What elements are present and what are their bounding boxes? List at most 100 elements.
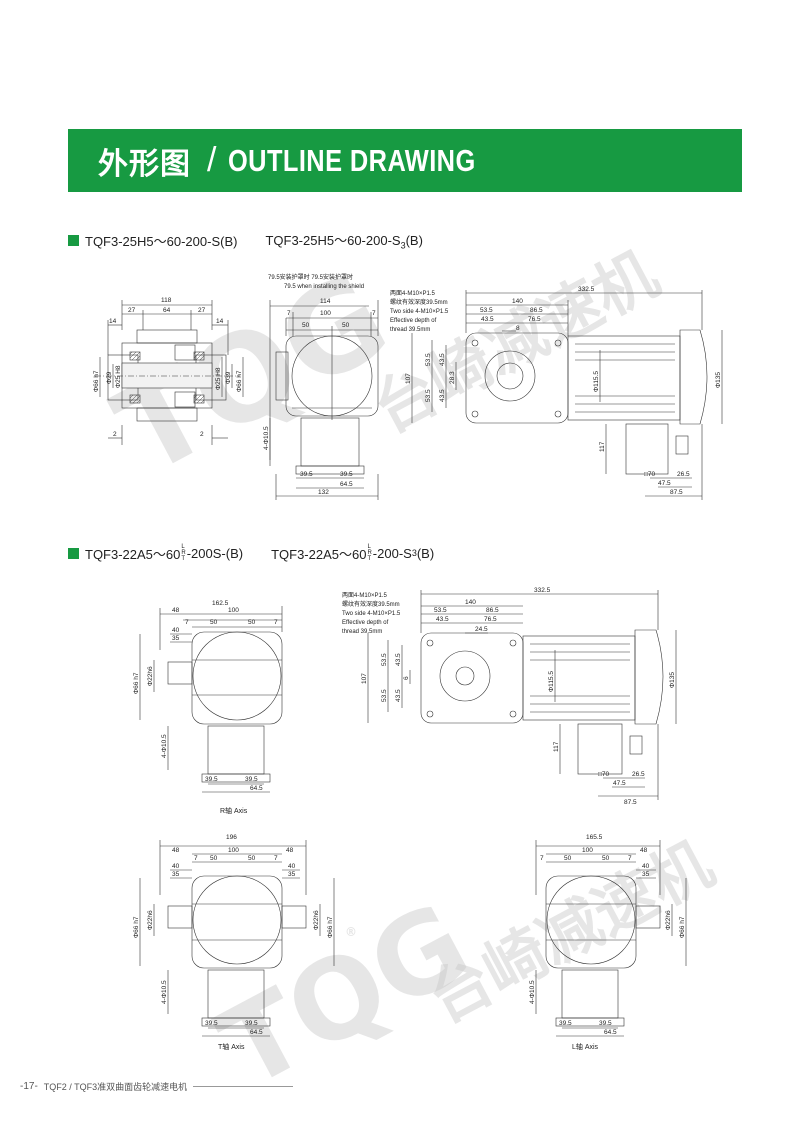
dim2-v107: 107 xyxy=(361,673,368,684)
dim3-196: 196 xyxy=(226,834,237,841)
dim4-48: 48 xyxy=(640,847,648,854)
green-square-icon xyxy=(68,547,79,559)
dim-7a: 7 xyxy=(287,310,291,317)
dim-phi105: 4-Φ10.5 xyxy=(263,426,270,450)
dim-50a: 50 xyxy=(210,619,218,626)
note-thread-cn1: 两面4-M10×P1.5 xyxy=(390,290,436,297)
dim-395b: 39.5 xyxy=(245,776,258,783)
dim-2b: 2 xyxy=(200,431,204,438)
dim-phi39: Φ39 xyxy=(225,371,232,384)
dim-475: 47.5 xyxy=(658,480,671,487)
note2-thread-cn2: 螺纹有效深度39.5mm xyxy=(342,600,400,608)
dim2-140: 140 xyxy=(465,599,476,606)
dim-50b: 50 xyxy=(248,619,256,626)
dim-phi66b: Φ66 h7 xyxy=(236,370,243,392)
note2-thread-en3: thread 39.5mm xyxy=(342,629,382,635)
dim3-48a: 48 xyxy=(172,847,180,854)
dim3-40a: 40 xyxy=(172,863,180,870)
dim-phi66: Φ66 h7 xyxy=(133,672,140,694)
dim-100: 100 xyxy=(320,310,331,317)
dim-v435b: 43.5 xyxy=(439,389,446,402)
dim4-395b: 39.5 xyxy=(599,1020,612,1027)
dim-14a: 14 xyxy=(109,318,117,325)
drawing-1-side-view xyxy=(269,300,379,500)
page-footer: -17- TQF2 / TQF3准双曲面齿轮减速电机 xyxy=(20,1080,294,1093)
dim3-48b: 48 xyxy=(286,847,294,854)
note2-thread-en2: Effective depth of xyxy=(342,620,389,626)
dim2-875: 87.5 xyxy=(624,799,637,806)
dim3-40b: 40 xyxy=(288,863,296,870)
dim2-245: 24.5 xyxy=(475,626,488,633)
dim-8: 8 xyxy=(516,325,520,332)
dim2-v535a: 53.5 xyxy=(381,653,388,666)
dim-7b: 7 xyxy=(372,310,376,317)
note-thread-en3: thread 39.5mm xyxy=(390,327,430,333)
drawing-4-l-axis-view xyxy=(535,840,687,1037)
dim3-35a: 35 xyxy=(172,871,180,878)
dim2-v535b: 53.5 xyxy=(381,689,388,702)
dim2-535: 53.5 xyxy=(434,607,447,614)
dim-265: 26.5 xyxy=(677,471,690,478)
dim4-50a: 50 xyxy=(564,855,572,862)
dim4-50b: 50 xyxy=(602,855,610,862)
dim4-1655: 165.5 xyxy=(586,834,603,841)
dim-phi1155: Φ115.5 xyxy=(593,371,600,392)
dim3-phi66b: Φ66 h7 xyxy=(327,916,334,938)
drawing-2-r-axis-view xyxy=(139,606,283,793)
note-thread-cn2: 螺纹有效深度39.5mm xyxy=(390,298,448,306)
note-shield-en: 79.5 when installing the shield xyxy=(284,284,364,290)
dim-132: 132 xyxy=(318,489,329,496)
dim-114: 114 xyxy=(320,298,331,305)
dim-40: 40 xyxy=(172,627,180,634)
dim3-7a: 7 xyxy=(194,855,198,862)
dim-1625: 162.5 xyxy=(212,600,229,607)
section1-title: TQF3-25H5～60-200-S(B) TQF3-25H5～60-200-S… xyxy=(68,232,423,250)
dim-645: 64.5 xyxy=(340,481,353,488)
dim-phi22: Φ22h6 xyxy=(147,666,154,686)
drawing-1-motor-view xyxy=(411,290,723,500)
dim3-phi22a: Φ22h6 xyxy=(147,910,154,930)
dim-118: 118 xyxy=(161,297,172,304)
dim-140: 140 xyxy=(512,298,523,305)
dim-865: 86.5 xyxy=(530,307,543,314)
dim2-475: 47.5 xyxy=(613,780,626,787)
dim-phi135: Φ135 xyxy=(715,372,722,388)
drawing-3-t-axis-view xyxy=(139,840,335,1037)
footer-rule xyxy=(193,1086,294,1087)
dim3-645: 64.5 xyxy=(250,1029,263,1036)
dim2-v435b: 43.5 xyxy=(395,689,402,702)
dim-phi66: Φ66 h7 xyxy=(93,370,100,392)
dim3-phi66: Φ66 h7 xyxy=(133,916,140,938)
dim4-7b: 7 xyxy=(628,855,632,862)
dim-v283: 28.3 xyxy=(449,371,456,384)
dim2-765: 76.5 xyxy=(484,616,497,623)
dim-v435a: 43.5 xyxy=(439,353,446,366)
dim-765: 76.5 xyxy=(528,316,541,323)
dim2-phi1155: Φ115.5 xyxy=(548,671,555,692)
dim-v107: 107 xyxy=(405,373,412,384)
dim-27b: 27 xyxy=(198,307,206,314)
dim-phi29: Φ29 xyxy=(106,371,113,384)
dim2-v435a: 43.5 xyxy=(395,653,402,666)
caption-l-axis: L轴 Axis xyxy=(572,1044,599,1051)
dim-395b: 39.5 xyxy=(340,471,353,478)
dim-435: 43.5 xyxy=(481,316,494,323)
dim-v535b: 53.5 xyxy=(425,389,432,402)
footer-text: TQF2 / TQF3准双曲面齿轮减速电机 xyxy=(43,1082,188,1092)
dim-395a: 39.5 xyxy=(205,776,218,783)
note-thread-en1: Two side 4-M10×P1.5 xyxy=(390,309,449,315)
dim4-phi66: Φ66 h7 xyxy=(679,916,686,938)
dim-27a: 27 xyxy=(128,307,136,314)
drawing-2-motor-view xyxy=(367,590,677,800)
dim-phi105: 4-Φ10.5 xyxy=(161,734,168,758)
dim4-40: 40 xyxy=(642,863,650,870)
dim2-265: 26.5 xyxy=(632,771,645,778)
dim2-v6: 6 xyxy=(403,676,410,680)
dim-50b: 50 xyxy=(342,322,350,329)
dim4-100: 100 xyxy=(582,847,593,854)
dim3-35b: 35 xyxy=(288,871,296,878)
dim2-sq70: □70 xyxy=(598,771,610,778)
